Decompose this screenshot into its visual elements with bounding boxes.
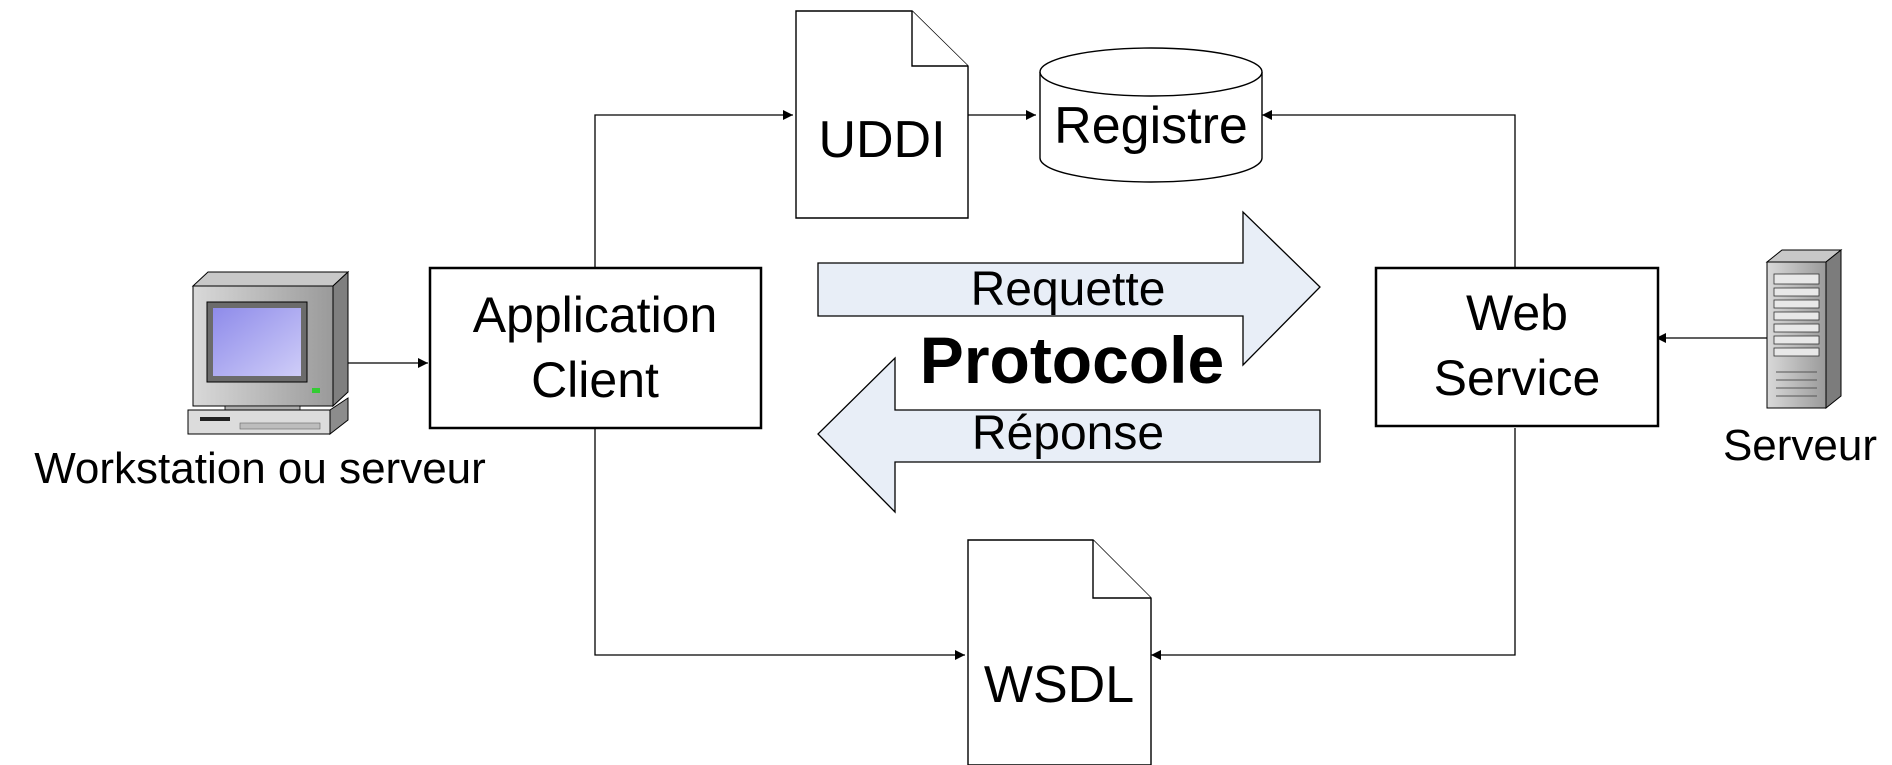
request-label: Requette: [971, 263, 1166, 316]
connector-client-to-uddi: [594, 110, 793, 268]
connector-client-to-wsdl: [594, 428, 965, 660]
web-service-label-line1: Web: [1466, 285, 1568, 341]
response-arrow: [817, 356, 1321, 514]
connector-webservice-to-wsdl: [1151, 428, 1516, 660]
registre-database: Registre: [1039, 47, 1263, 183]
application-client-label-line2: Client: [531, 352, 659, 408]
registre-label: Registre: [1054, 97, 1248, 155]
protocol-label: Protocole: [920, 323, 1224, 397]
uddi-document: UDDI: [795, 10, 969, 219]
uddi-label: UDDI: [818, 111, 945, 169]
workstation-computer-icon: [187, 270, 350, 436]
serveur-label: Serveur: [1723, 421, 1877, 470]
request-arrow: [817, 210, 1321, 367]
wsdl-label: WSDL: [984, 656, 1134, 714]
web-service-box: Web Service: [1374, 266, 1660, 428]
tower-server-icon: [1765, 248, 1843, 410]
application-client-box: Application Client: [428, 266, 763, 430]
application-client-label-line1: Application: [473, 287, 718, 343]
connector-webservice-to-registre: [1262, 110, 1516, 268]
workstation-label: Workstation ou serveur: [34, 444, 486, 493]
web-service-label-line2: Service: [1434, 350, 1601, 406]
wsdl-document: WSDL: [967, 539, 1152, 765]
response-label: Réponse: [972, 407, 1164, 460]
